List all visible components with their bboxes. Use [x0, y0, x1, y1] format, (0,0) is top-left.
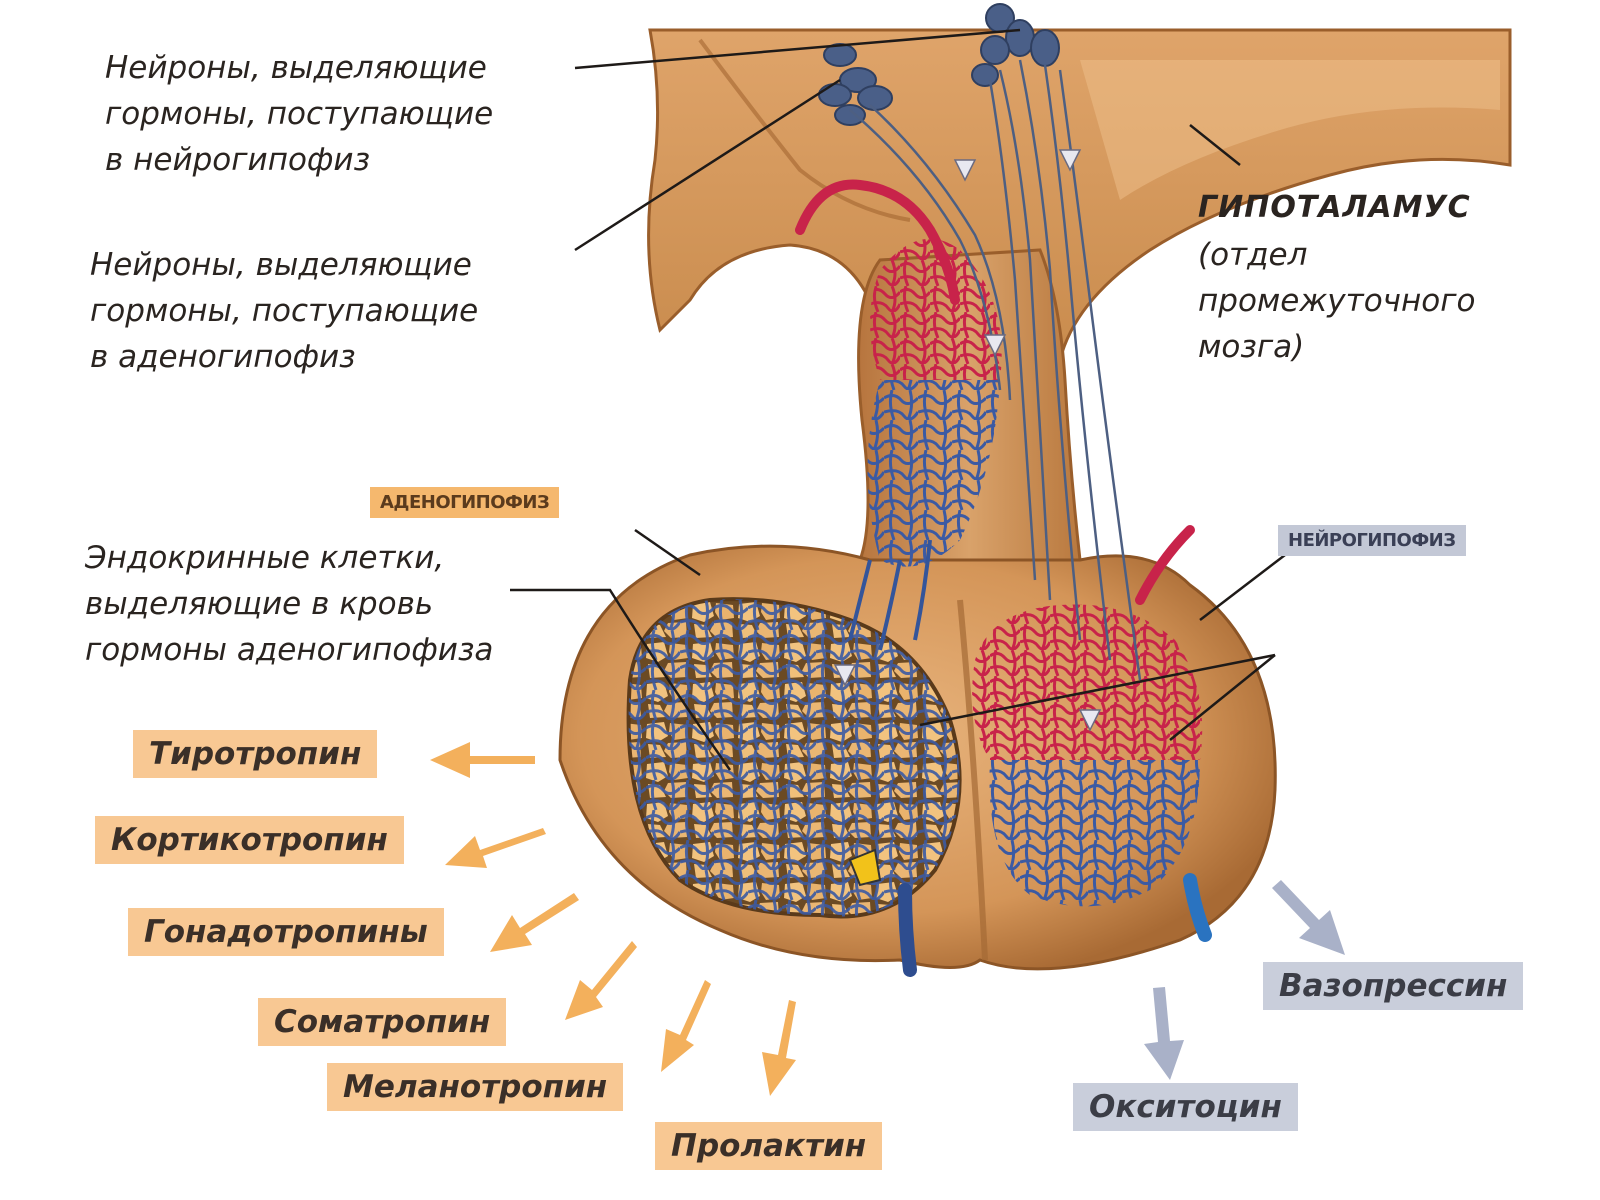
hypothalamus-highlight [1080, 60, 1500, 200]
posterior-vein [1183, 873, 1212, 942]
axon-tracts [849, 59, 1142, 681]
superior-artery [795, 179, 960, 305]
yellow-marker [848, 848, 882, 887]
hormone-somatotropin: Соматропин [258, 998, 507, 1046]
anterior-capillary-net [628, 599, 960, 917]
posterior-hormone-arrows [1144, 880, 1345, 1080]
anterior-hormone-arrows [430, 742, 796, 1096]
posterior-lobe-red-net [972, 604, 1203, 760]
lobe-divider [957, 599, 988, 961]
portal-blue-net [867, 380, 1000, 567]
hormone-oxytocin: Окситоцин [1073, 1083, 1298, 1131]
axon-flow-arrows [833, 149, 1102, 732]
hormone-corticotropin: Кортикотропин [95, 816, 404, 864]
label-hypothalamus: ГИПОТАЛАМУС [1198, 190, 1471, 225]
leader-lines [510, 28, 1286, 771]
tag-neurohypophysis: НЕЙРОГИПОФИЗ [1278, 525, 1466, 556]
hormone-prolactin: Пролактин [655, 1122, 883, 1170]
portal-vessels [848, 539, 932, 651]
inferior-artery [1135, 525, 1195, 605]
label-endocrine-cells: Эндокринные клетки, выделяющие в кровь г… [85, 540, 494, 668]
label-neurons-posterior: Нейроны, выделяющие гормоны, поступающие… [105, 50, 494, 178]
anterior-vein [898, 883, 917, 977]
hormone-vasopressin: Вазопрессин [1263, 962, 1524, 1010]
hormone-melanotropin: Меланотропин [327, 1063, 624, 1111]
posterior-lobe-blue-net [989, 760, 1200, 907]
neuron-cluster [818, 3, 1060, 126]
tag-adenohypophysis: АДЕНОГИПОФИЗ [370, 487, 560, 518]
label-neurons-anterior: Нейроны, выделяющие гормоны, поступающие… [90, 247, 479, 375]
label-hypothalamus-note: (отдел промежуточного мозга) [1198, 237, 1476, 365]
hormone-gonadotropins: Гонадотропины [128, 908, 444, 956]
hormone-thyrotropin: Тиротропин [133, 730, 378, 778]
portal-red-net [870, 238, 1002, 380]
hypothalamus-fold [698, 38, 911, 222]
